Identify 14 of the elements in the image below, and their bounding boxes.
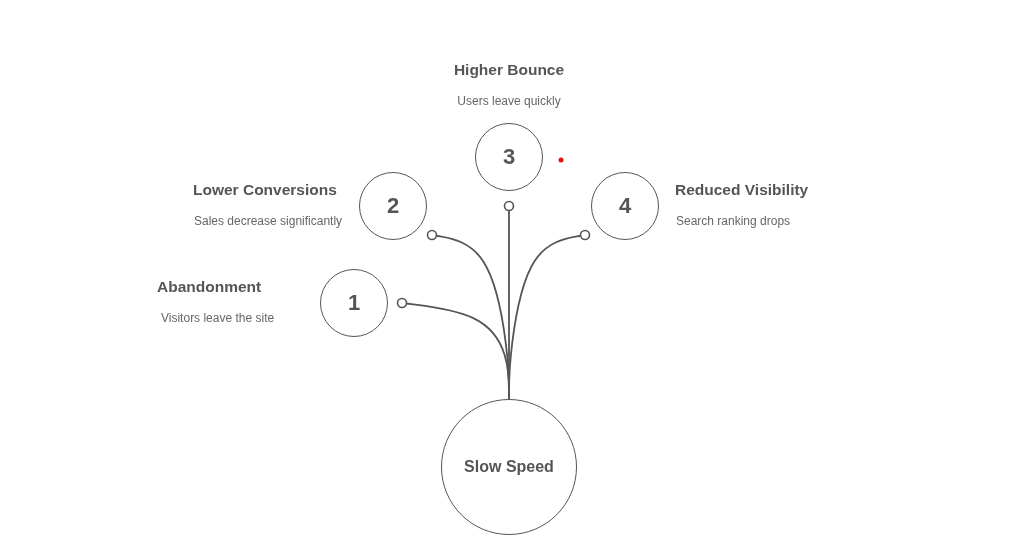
- step-number: 3: [502, 144, 516, 170]
- step-description: Sales decrease significantly: [194, 214, 343, 228]
- node-label: Slow Speed: [464, 458, 554, 476]
- step-title: Abandonment: [157, 278, 262, 296]
- step-description: Visitors leave the site: [161, 311, 275, 325]
- step-title: Lower Conversions: [193, 181, 337, 199]
- step-number: 2: [386, 193, 400, 219]
- connector-line: [508, 229, 591, 400]
- step-number: 4: [618, 193, 632, 219]
- step-description: Search ranking drops: [676, 214, 791, 228]
- step-title: Higher Bounce: [452, 61, 566, 79]
- step-description: Users leave quickly: [456, 94, 562, 108]
- step-title: Reduced Visibility: [675, 181, 809, 199]
- step-number: 1: [347, 290, 361, 316]
